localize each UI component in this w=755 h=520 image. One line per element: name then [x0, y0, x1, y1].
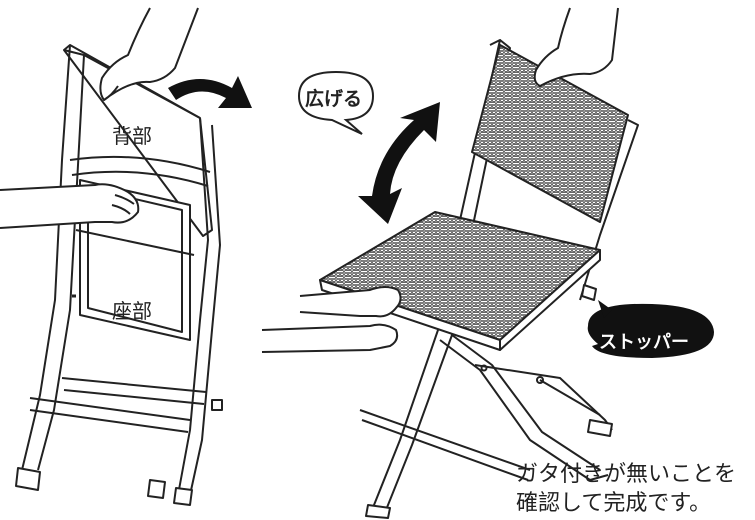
caption-line-1: ガタ付きが無いことを: [516, 462, 737, 487]
back-part-label: 背部: [112, 124, 152, 148]
seat-part-label: 座部: [112, 299, 152, 323]
hand-top-left: [99, 7, 199, 101]
folded-chair: [15, 44, 223, 506]
open-chair: [319, 39, 639, 519]
stopper-callout: [587, 300, 714, 358]
unfold-label: 広げる: [305, 88, 363, 110]
hand-bottom-right: [261, 286, 402, 353]
hand-middle-left: [0, 183, 140, 229]
caption-line-2: 確認して完成です。: [516, 491, 712, 516]
rotate-arrow-icon: [168, 76, 252, 108]
hand-top-right: [533, 7, 619, 87]
unfold-speech-bubble: [297, 70, 375, 135]
completion-caption: ガタ付きが無いことを 確認して完成です。: [516, 460, 736, 518]
stopper-label: ストッパー: [599, 332, 689, 353]
swing-arrow-icon: [358, 102, 440, 224]
